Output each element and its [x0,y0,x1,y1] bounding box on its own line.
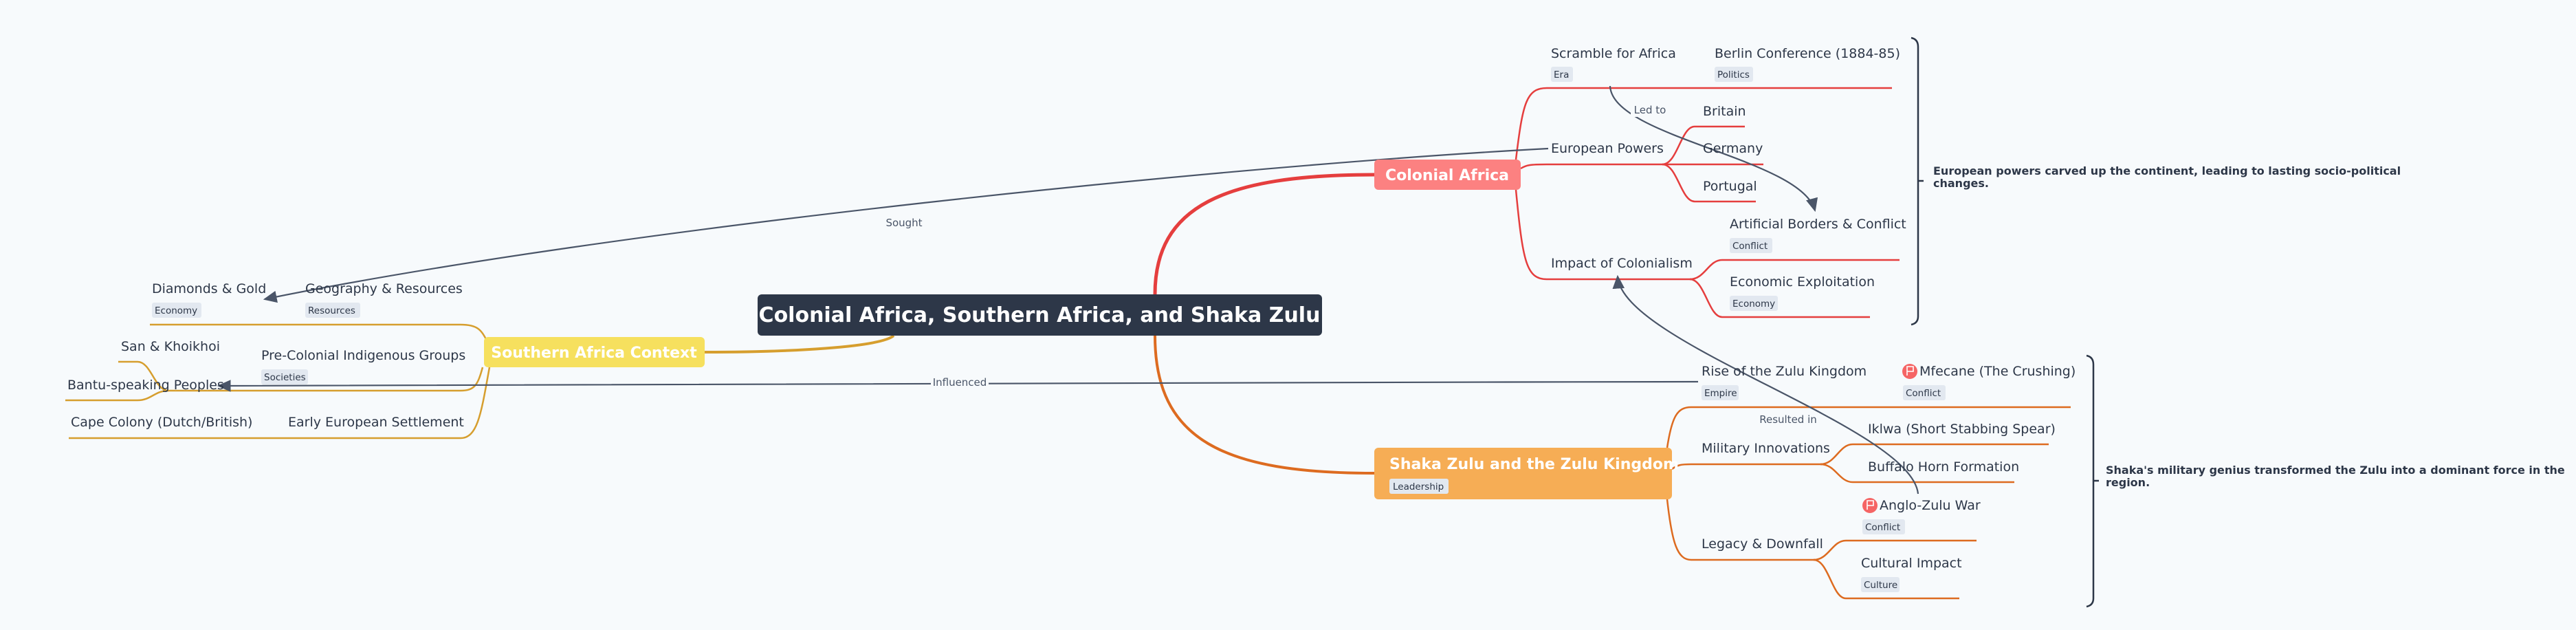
shaka-summary-line2: region. [2106,476,2150,489]
node-geography-resources[interactable]: Geography & Resources Resources [305,281,463,318]
colonial-branches [1515,87,1900,318]
relation-led-to-label: Led to [1634,104,1666,116]
node-rise-of-zulu[interactable]: Rise of the Zulu Kingdom Empire [1702,364,1867,400]
node-buffalo-horn[interactable]: Buffalo Horn Formation [1868,459,2019,475]
node-bantu-peoples[interactable]: Bantu-speaking Peoples [67,378,224,393]
culture-label: Cultural Impact [1861,556,1962,571]
node-iklwa[interactable]: Iklwa (Short Stabbing Spear) [1868,422,2056,437]
tag-conflict: Conflict [1906,388,1941,399]
node-european-powers[interactable]: European Powers [1551,141,1664,156]
tag-societies: Societies [264,372,306,383]
edge-root-southern [704,334,895,354]
tag-conflict: Conflict [1732,241,1768,252]
shaka-zulu-node[interactable]: Shaka Zulu and the Zulu Kingdom Leadersh… [1374,448,1679,499]
node-berlin-conference[interactable]: Berlin Conference (1884-85) Politics [1715,46,1900,82]
node-mfecane[interactable]: Mfecane (The Crushing) Conflict [1902,364,2076,400]
node-cape-colony[interactable]: Cape Colony (Dutch/British) [71,415,252,430]
colonial-africa-label: Colonial Africa [1385,167,1509,184]
colonial-summary-line1: European powers carved up the continent,… [1933,164,2401,177]
root-title: Colonial Africa, Southern Africa, and Sh… [759,303,1321,327]
colonial-africa-node[interactable]: Colonial Africa [1374,160,1521,190]
shaka-branches [1666,406,2071,600]
summary-bracket [1911,36,1919,326]
edge-root-colonial [1153,173,1375,295]
edge-root-shaka [1154,335,1375,475]
node-britain[interactable]: Britain [1703,104,1746,119]
berlin-label: Berlin Conference (1884-85) [1715,46,1900,61]
node-cultural-impact[interactable]: Cultural Impact Culture [1861,556,1962,592]
relation-sought-line [263,147,1549,303]
tag-empire: Empire [1704,388,1737,399]
geo-label: Geography & Resources [305,281,463,296]
relation-led-to-line [1609,85,1818,213]
node-san-khoikhoi[interactable]: San & Khoikhoi [121,339,220,354]
tag-economy: Economy [1732,298,1775,309]
shaka-summary-line1: Shaka's military genius transformed the … [2106,464,2565,477]
tag-era: Era [1554,69,1569,80]
tag-politics: Politics [1717,69,1750,80]
relation-influenced-label: Influenced [933,376,987,389]
node-anglo-zulu-war[interactable]: Anglo-Zulu War Conflict [1862,498,1981,534]
economic-label: Economic Exploitation [1730,274,1875,290]
node-portugal[interactable]: Portugal [1703,179,1757,194]
node-early-european-settlement[interactable]: Early European Settlement [288,415,464,430]
anglo-zulu-label: Anglo-Zulu War [1880,498,1981,513]
node-diamonds-gold[interactable]: Diamonds & Gold Economy [152,281,266,318]
root-node[interactable]: Colonial Africa, Southern Africa, and Sh… [758,294,1322,336]
scramble-label: Scramble for Africa [1551,46,1676,61]
relation-sought-label: Sought [885,217,922,229]
shaka-zulu-label: Shaka Zulu and the Zulu Kingdom [1389,456,1679,473]
relation-resulted-in-bg [1757,413,1819,426]
southern-africa-node[interactable]: Southern Africa Context [484,337,705,367]
relation-led-to-bg [1631,103,1669,117]
node-military-innovations[interactable]: Military Innovations [1702,441,1830,456]
rise-label: Rise of the Zulu Kingdom [1702,364,1867,379]
node-pre-colonial-groups[interactable]: Pre-Colonial Indigenous Groups Societies [261,348,465,384]
tag-economy: Economy [155,305,197,316]
relation-resulted-in-line [1612,274,1919,495]
tag-leadership: Leadership [1393,481,1444,492]
diamonds-label: Diamonds & Gold [152,281,266,296]
relation-influenced-bg [931,375,989,389]
tag-conflict: Conflict [1865,522,1900,533]
relation-resulted-in-label: Resulted in [1759,413,1817,426]
colonial-summary-line2: changes. [1933,177,1989,190]
groups-label: Pre-Colonial Indigenous Groups [261,348,465,363]
borders-label: Artificial Borders & Conflict [1730,217,1906,232]
southern-branches [65,323,491,439]
node-germany[interactable]: Germany [1703,141,1763,156]
summary-bracket [2086,354,2095,608]
tag-resources: Resources [308,305,355,316]
tag-culture: Culture [1864,580,1897,591]
relation-influenced-line [217,380,1699,392]
node-scramble[interactable]: Scramble for Africa Era [1551,46,1676,82]
node-legacy-downfall[interactable]: Legacy & Downfall [1702,536,1823,552]
relation-sought-bg [884,215,924,229]
node-impact-of-colonialism[interactable]: Impact of Colonialism [1551,256,1693,271]
southern-africa-label: Southern Africa Context [491,345,697,362]
node-economic-exploitation[interactable]: Economic Exploitation Economy [1730,274,1875,311]
mfecane-label: Mfecane (The Crushing) [1919,364,2076,379]
node-artificial-borders[interactable]: Artificial Borders & Conflict Conflict [1730,217,1906,253]
